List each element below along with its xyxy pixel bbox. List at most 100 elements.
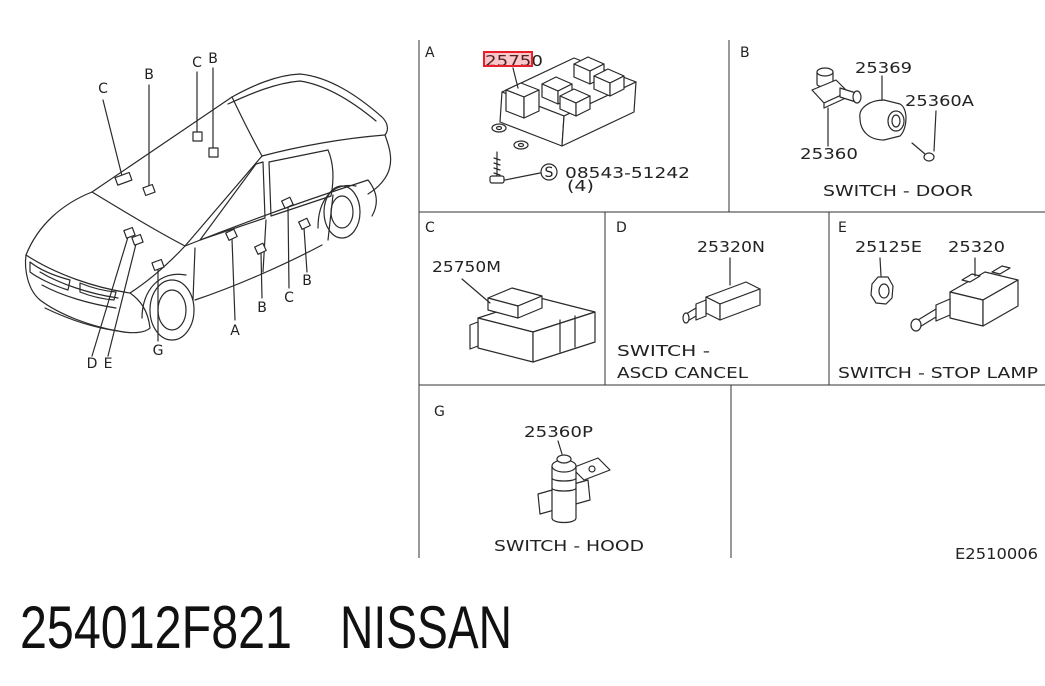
switch-button-side [575,95,591,117]
grille-bottom [41,284,117,309]
callout-label: E [104,356,113,372]
grille-top [39,271,119,299]
leader-line [879,257,882,277]
bracket-tab [571,457,611,481]
switch-marker [114,171,133,186]
door-switch-drawing [811,67,862,109]
switch-locations [114,131,311,272]
rear-tire [323,185,361,239]
standard-part-letter: S [545,165,554,181]
part-number-title: 254012F821 [20,594,292,661]
rear-door-window [268,149,334,217]
switch-terminal [991,265,1011,275]
screw-head [923,152,935,162]
hood-switch-drawing [537,454,611,524]
callout-label: G [153,343,164,359]
part-number-label: 25320 [948,238,1005,256]
panel-caption-line-2: ASCD CANCEL [617,364,749,382]
headlight [29,261,71,291]
panel-letter: G [434,404,445,420]
panel-letter: B [740,45,750,61]
windshield-top [231,96,263,157]
hood-switch-body [551,465,577,524]
switch-marker [225,228,238,241]
leader-line [504,172,541,181]
bracket-hole [588,465,596,473]
mounting-tab [513,140,529,150]
switch-button-side [523,89,540,119]
front-door-window [199,161,266,241]
nut-body [870,276,894,305]
switch-marker [298,217,311,230]
stop-lamp-nut-drawing [870,276,894,305]
panel-letter: D [616,220,627,236]
ascd-cancel-switch-drawing [682,281,761,324]
mounting-hole [517,142,525,148]
hood-left-edge [25,191,93,256]
panel-caption: SWITCH - DOOR [823,182,973,200]
panel-g: G 25360P SWITCH - HOOD [434,404,644,555]
front-tire [149,279,195,341]
callout-label: C [98,81,108,97]
part-number-label: 25125E [855,238,922,256]
part-number-label: 25360 [800,145,858,163]
car-drawing [24,73,392,341]
switch-body-side [719,288,761,321]
leader-line [231,238,236,321]
rear-quarter [367,179,377,217]
windshield-far-pillar [91,96,233,193]
panel-letter: C [425,220,435,236]
brand-name: NISSAN [340,594,512,661]
callout-label: A [230,323,240,339]
leader-line [512,67,519,89]
windshield-near-pillar [184,155,263,247]
switch-body-side [532,311,596,363]
callout-label: C [192,55,202,71]
front-door-edge [192,247,196,301]
screw-head [489,175,505,184]
switch-tab [469,321,479,350]
part-number-label: 25369 [855,59,912,77]
part-number-label: 25750M [432,258,501,276]
screw-shank [911,142,926,155]
rear-door-edge [327,194,334,241]
roof-side-edge [261,134,386,157]
switch-marker [142,183,156,197]
callout-label: C [284,290,294,306]
door-switch-boot-drawing [859,99,907,141]
front-fender [129,292,151,329]
switch-stem-tip [910,318,922,332]
part-number-label: 25360P [524,423,593,441]
leader-line [107,243,137,357]
switch-body-side [982,279,1019,327]
switch-nut [695,299,707,321]
leader-line [557,440,563,455]
panel-d: D 25320N SWITCH - ASCD CANCEL [616,220,765,382]
door-switch-plunger-tip [852,90,862,104]
roof-outline [231,73,388,136]
stop-lamp-switch-drawing [910,265,1019,332]
front-fascia [24,254,119,332]
mounting-hole [495,125,503,131]
leader-line [461,278,491,304]
switch-marker [151,258,165,272]
part-number-label: 25320N [697,238,765,256]
leader-line [102,99,123,177]
leader-line [260,252,263,299]
switch-stem-tip [682,312,690,324]
hood-front-edge [25,245,186,294]
leader-line [91,236,129,357]
roof-inner-line [227,80,377,122]
front-wheel-arch [141,273,187,319]
switch-marker [281,196,294,209]
switch-marker [254,242,267,255]
callout-label: B [208,51,218,67]
hood-switch-rings [551,477,577,492]
screw-drawing [489,151,505,184]
part-number-label: 25360A [905,92,975,110]
door-switch-connector-top [816,67,834,77]
panel-letter: E [838,220,847,236]
boot-hole-inner [891,114,901,128]
switch-marker [131,233,144,246]
